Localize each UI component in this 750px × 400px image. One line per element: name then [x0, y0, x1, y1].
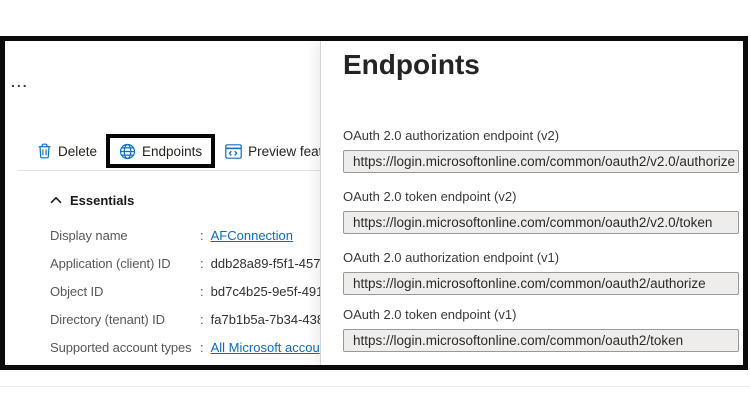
app-window-content: ... Delete	[5, 41, 743, 365]
essentials-section: Display name : AFConnection Application …	[50, 221, 450, 361]
row-colon: :	[200, 255, 204, 271]
row-label: Directory (tenant) ID	[50, 311, 165, 327]
essentials-row-supported-account-types: Supported account types : All Microsoft …	[50, 333, 450, 361]
essentials-row-application-id: Application (client) ID : ddb28a89-f5f1-…	[50, 249, 450, 277]
endpoint-url-input[interactable]: https://login.microsoftonline.com/common…	[343, 272, 739, 295]
row-colon: :	[200, 283, 204, 299]
endpoint-url-input[interactable]: https://login.microsoftonline.com/common…	[343, 211, 739, 234]
endpoint-group-oauth2-token-v2: OAuth 2.0 token endpoint (v2) https://lo…	[343, 189, 739, 234]
app-window-frame: ... Delete	[0, 36, 748, 370]
row-colon: :	[200, 227, 204, 243]
directory-tenant-id-value: fa7b1b5a-7b34-438	[210, 311, 325, 327]
row-label: Object ID	[50, 283, 104, 299]
application-client-id-value: ddb28a89-f5f1-457	[210, 255, 321, 271]
supported-account-types-link[interactable]: All Microsoft accou	[210, 339, 320, 355]
row-colon: :	[200, 311, 204, 327]
endpoints-button-highlight: Endpoints	[106, 134, 216, 168]
endpoint-group-oauth2-authorize-v2: OAuth 2.0 authorization endpoint (v2) ht…	[343, 128, 739, 173]
delete-button[interactable]: Delete	[37, 143, 97, 159]
endpoint-group-oauth2-authorize-v1: OAuth 2.0 authorization endpoint (v1) ht…	[343, 250, 739, 295]
endpoint-group-oauth2-token-v1: OAuth 2.0 token endpoint (v1) https://lo…	[343, 307, 739, 352]
bottom-artifact-line	[0, 386, 750, 387]
endpoints-panel-title: Endpoints	[343, 49, 480, 80]
row-label: Supported account types	[50, 339, 192, 355]
endpoints-panel: Endpoints OAuth 2.0 authorization endpoi…	[320, 41, 743, 365]
essentials-row-directory-id: Directory (tenant) ID : fa7b1b5a-7b34-43…	[50, 305, 450, 333]
preview-features-icon	[225, 143, 242, 159]
endpoint-list: OAuth 2.0 authorization endpoint (v2) ht…	[343, 128, 739, 352]
endpoints-button[interactable]: Endpoints	[119, 143, 202, 160]
endpoint-url-input[interactable]: https://login.microsoftonline.com/common…	[343, 150, 739, 173]
endpoint-url-input[interactable]: https://login.microsoftonline.com/common…	[343, 329, 739, 352]
delete-button-label: Delete	[58, 143, 98, 159]
chevron-up-icon	[50, 196, 62, 205]
endpoint-label: OAuth 2.0 token endpoint (v2)	[343, 189, 517, 204]
essentials-row-object-id: Object ID : bd7c4b25-9e5f-491	[50, 277, 450, 305]
essentials-title: Essentials	[70, 193, 135, 208]
endpoint-label: OAuth 2.0 authorization endpoint (v2)	[343, 128, 560, 143]
essentials-collapse-header[interactable]: Essentials	[50, 193, 134, 208]
row-label: Application (client) ID	[50, 255, 171, 271]
globe-icon	[119, 143, 136, 160]
endpoint-label: OAuth 2.0 token endpoint (v1)	[343, 307, 517, 322]
command-bar: Delete Endpoints	[37, 134, 349, 168]
object-id-value: bd7c4b25-9e5f-491	[210, 283, 324, 299]
essentials-row-display-name: Display name : AFConnection	[50, 221, 450, 249]
row-colon: :	[200, 339, 204, 355]
row-label: Display name	[50, 227, 128, 243]
more-options-button[interactable]: ...	[11, 74, 29, 90]
display-name-link[interactable]: AFConnection	[210, 227, 294, 243]
endpoint-label: OAuth 2.0 authorization endpoint (v1)	[343, 250, 560, 265]
trash-icon	[37, 143, 52, 159]
endpoints-button-label: Endpoints	[142, 143, 203, 159]
